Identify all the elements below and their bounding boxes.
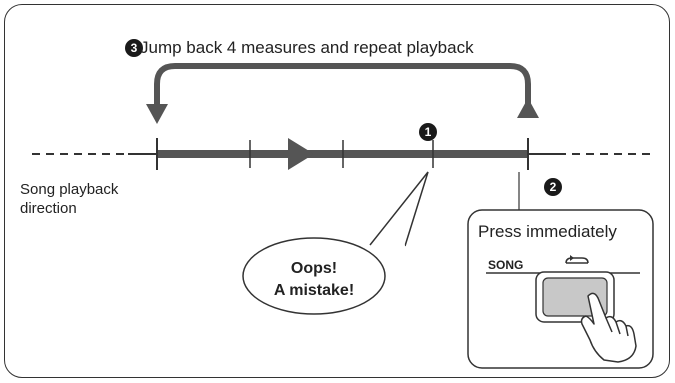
oops-callout-bubble: [242, 237, 386, 315]
step-2-badge: 2: [544, 178, 562, 196]
playback-direction-label: Song playback direction: [20, 181, 119, 217]
callout-tail: [369, 171, 429, 247]
pressing-hand-icon: [580, 292, 637, 363]
jump-up-arrow-icon: [517, 98, 539, 118]
diagram-frame: [4, 4, 670, 378]
play-direction-arrow-icon: [288, 138, 314, 170]
callout-line-1: Oops!: [290, 260, 338, 277]
step-3-badge: 3: [125, 39, 143, 57]
oops-callout-text: Oops! A mistake!: [244, 258, 384, 302]
step-1-badge: 1: [419, 123, 437, 141]
repeat-arrow-icon: [565, 255, 589, 264]
jump-back-bracket: [154, 63, 531, 118]
step-3-text: Jump back 4 measures and repeat playback: [140, 38, 474, 57]
callout-line-2: A mistake!: [273, 282, 355, 299]
jump-down-arrow-icon: [146, 104, 168, 124]
song-button-label: SONG: [488, 258, 524, 272]
press-immediately-label: Press immediately: [478, 222, 617, 241]
